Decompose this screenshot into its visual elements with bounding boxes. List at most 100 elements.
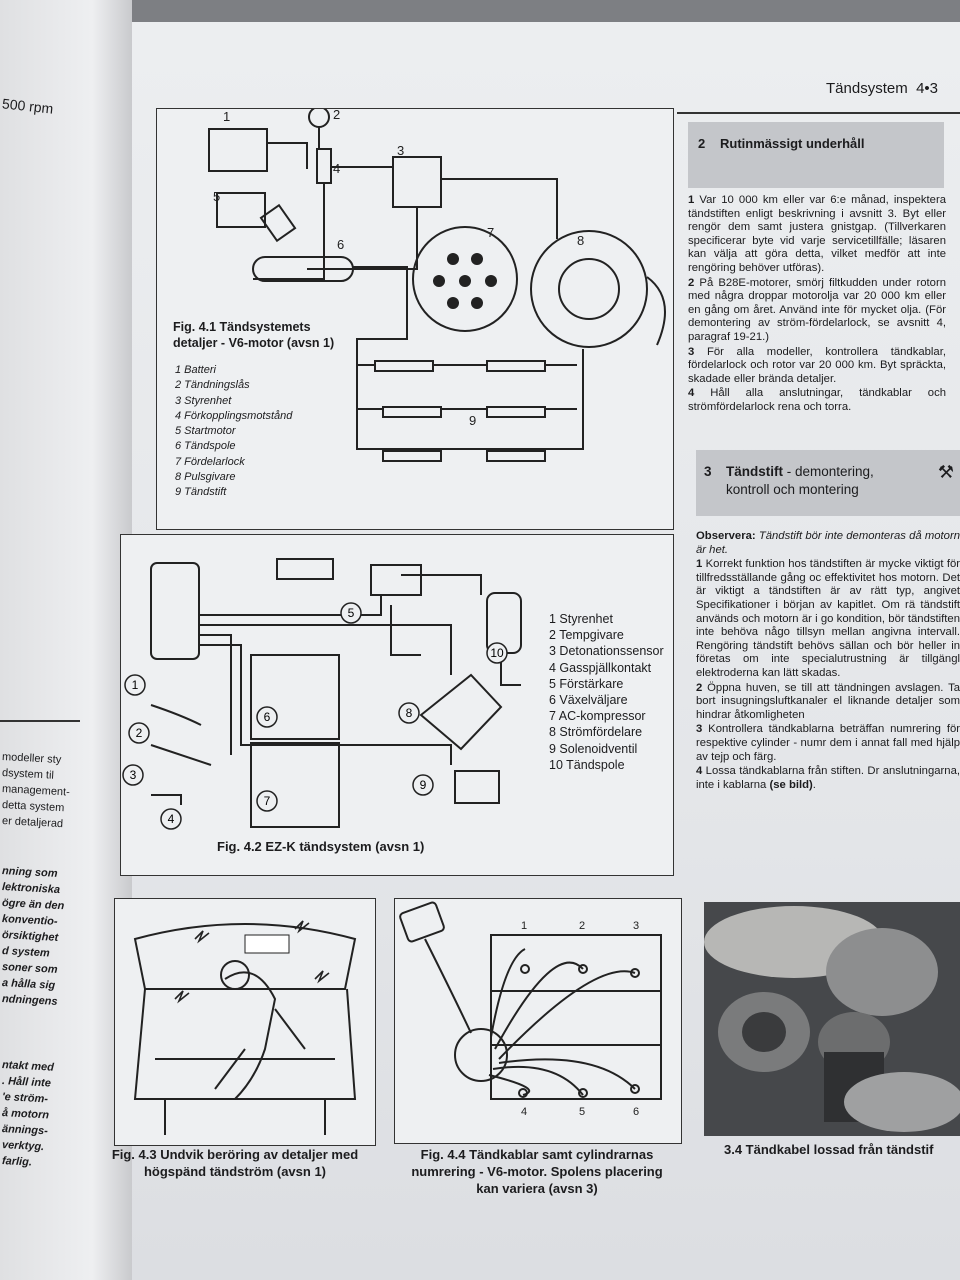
section-2-title: Rutinmässigt underhåll [720, 136, 865, 151]
header-rule [677, 112, 960, 114]
legend-item: 4 Förkopplingsmotstånd [175, 409, 293, 422]
callout-circle [128, 722, 150, 744]
legend-item: 10 Tändspole [549, 757, 625, 772]
figure-4-1-caption-line1: Fig. 4.1 Tändsystemets [173, 320, 311, 334]
left-page-fragment: a hålla sig [1, 977, 56, 992]
paragraph-text: Håll alla anslutningar, tändkablar och s… [688, 387, 947, 413]
legend-item: 8 Pulsgivare [175, 471, 236, 484]
figure-4-1-label-1: 1 [223, 109, 230, 124]
coil-shape [259, 203, 297, 243]
left-page-fragment: nning som [1, 865, 58, 880]
section-3-title-bold: Tändstift [726, 464, 783, 479]
legend-item: 1 Batteri [175, 364, 216, 376]
control-unit-shape [392, 156, 442, 208]
photo-3-4 [704, 902, 960, 1136]
callout-circle [256, 790, 278, 812]
book-page: Tändsystem 4•3 [112, 22, 960, 1280]
left-page-fragment: management- [1, 783, 71, 799]
left-page-fragment: farlig. [1, 1155, 33, 1169]
paragraph-text: På B28E-motorer, smörj filtkudden under … [688, 276, 946, 343]
callout-number-4: 4 [168, 812, 175, 826]
control-unit-box [150, 562, 200, 660]
pulse-sensor-shape [530, 230, 648, 348]
header-page-number: 4•3 [916, 80, 938, 97]
left-page-fragment: ännings- [1, 1123, 49, 1138]
distributor-shape [454, 1028, 508, 1082]
photo-3-4-caption: 3.4 Tändkabel lossad från tändstif [724, 1142, 934, 1157]
legend-item: 6 Tändspole [175, 440, 236, 453]
figure-4-4-caption-line2: numrering - V6-motor. Spolens placering [411, 1164, 663, 1179]
cylinder-number-2: 2 [579, 920, 585, 932]
paragraph-number: 2 [696, 681, 708, 694]
section-3-title-line2: kontroll och montering [726, 482, 859, 497]
note-label: Observera: [696, 530, 756, 542]
legend-item: 3 Detonationssensor [549, 644, 664, 659]
left-page-fragment: d system [1, 945, 50, 960]
engine-outline [490, 934, 662, 1100]
paragraph: 4 Lossa tändkablarna från stiften. Dr an… [696, 765, 960, 792]
section-3-title-rest: - demontering, [783, 464, 874, 479]
figure-4-1-label-9: 9 [469, 413, 476, 428]
figure-4-1-caption-line2: detaljer - V6-motor (avsn 1) [173, 336, 335, 350]
spark-plug-3 [382, 406, 442, 418]
distributor-cap-shape [412, 226, 518, 332]
callout-number-8: 8 [406, 706, 413, 720]
figure-4-1-label-8: 8 [577, 233, 584, 248]
section-3-body: Observera: Tändstift bör inte demonteras… [696, 530, 960, 793]
cylinder-number-4: 4 [521, 1106, 527, 1118]
figure-4-4-caption-line1: Fig. 4.4 Tändkablar samt cylindrarnas [420, 1147, 654, 1162]
paragraph-text: Kontrollera tändkablarna beträffan numre… [696, 723, 960, 763]
figure-4-1-label-3: 3 [397, 143, 404, 158]
paragraph-number: 1 [696, 558, 706, 571]
paragraph-number: 3 [688, 345, 707, 358]
figure-4-1-label-2: 2 [333, 109, 340, 122]
legend-item: 8 Strömfördelare [549, 725, 643, 740]
paragraph-text: Lossa tändkablarna från stiften. Dr ansl… [696, 765, 960, 791]
spark-plug-1 [374, 360, 434, 372]
paragraph-number: 4 [696, 765, 706, 778]
paragraph-number: 4 [688, 387, 711, 400]
callout-number-10: 10 [490, 646, 504, 660]
section-3-paragraphs: 1 Korrekt funktion hos tändstiften är my… [696, 558, 960, 792]
paragraph-end: . [812, 778, 816, 791]
left-page-fragment: modeller sty [1, 751, 62, 767]
paragraph-text: För alla modeller, kontrollera tändkabla… [688, 345, 946, 385]
selector-box [250, 654, 340, 740]
legend-item: 4 Gasspjällkontakt [549, 660, 652, 675]
spark-plug-6 [486, 450, 546, 462]
callout-circle [160, 808, 182, 830]
section-2-body: 1 Var 10 000 km eller var 6:e månad, ins… [688, 194, 946, 416]
resistor-shape [316, 148, 332, 184]
callout-circle [412, 774, 434, 796]
callout-number-3: 3 [130, 768, 137, 782]
cylinder-number-6: 6 [633, 1106, 639, 1118]
left-page-fragment: ntakt med [1, 1059, 55, 1074]
legend-item: 3 Styrenhet [175, 394, 232, 407]
paragraph: 3 Kontrollera tändkablarna beträffan num… [696, 723, 960, 764]
cylinder-number-5: 5 [579, 1106, 585, 1118]
paragraph-text: Öppna huven, se till att tändningen avsl… [696, 681, 960, 721]
legend-item: 5 Startmotor [175, 425, 236, 438]
paragraph: 1 Var 10 000 km eller var 6:e månad, ins… [688, 194, 946, 276]
legend-item: 9 Solenoidventil [549, 741, 638, 756]
left-page-fragment: er detaljerad [1, 815, 64, 831]
cylinder-number-1: 1 [521, 920, 527, 932]
figure-4-1-label-6: 6 [337, 237, 344, 252]
section-2-heading: 2 Rutinmässigt underhåll [688, 122, 944, 188]
left-page-fragment: lektroniska [1, 881, 61, 897]
figure-4-3-caption-line1: Fig. 4.3 Undvik beröring av detaljer med [111, 1147, 359, 1162]
left-page-fragment: å motorn [1, 1107, 50, 1122]
cylinder-number-3: 3 [633, 920, 639, 932]
figure-4-1-label-5: 5 [213, 189, 220, 204]
legend-item: 9 Tändstift [175, 486, 227, 499]
figure-4-1-caption: Fig. 4.1 Tändsystemets detaljer - V6-mot… [173, 319, 334, 351]
left-page-fragment: dsystem til [1, 767, 55, 782]
battery-shape [208, 128, 268, 172]
coil-shape [399, 901, 445, 943]
ignition-switch-shape [308, 109, 330, 128]
left-page-fragment: ndningens [1, 993, 58, 1008]
